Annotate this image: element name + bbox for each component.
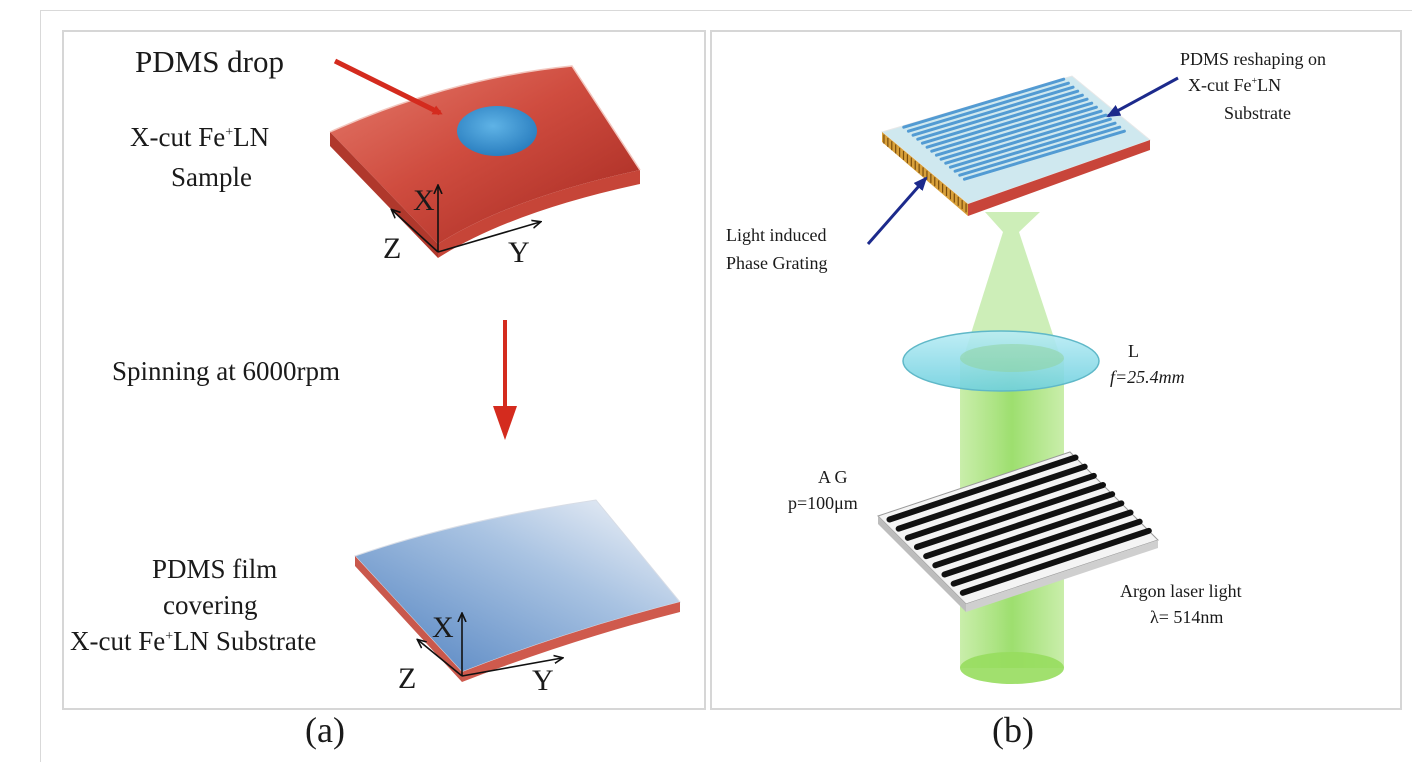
reshape-stripe (948, 117, 1112, 169)
reshaping-label-sup: + (1251, 76, 1258, 87)
figure-frame (40, 10, 1412, 762)
reshape-stripe (902, 77, 1066, 129)
caption-a: (a) (305, 710, 345, 750)
spinning-label: Spinning at 6000rpm (112, 356, 340, 386)
film-label-line3: X-cut Fe+LN Substrate (70, 628, 316, 655)
axis-y-bottom: Y (532, 664, 554, 697)
reshaping-pointer-arrow (1106, 76, 1179, 118)
axes-top (392, 186, 540, 253)
grating-bar (932, 500, 1125, 569)
film-label-suffix: LN Substrate (173, 626, 317, 656)
sample-label-sup: + (225, 125, 234, 140)
grating-bar (904, 472, 1097, 541)
pdms-drop-blob (457, 106, 537, 156)
pdms-film-substrate (354, 499, 681, 682)
axis-y-top: Y (508, 236, 530, 269)
fe-ln-substrate-b (880, 75, 1152, 216)
drop-pointer-arrow (333, 58, 443, 116)
lens-l (902, 330, 1100, 392)
reshape-stripe (906, 81, 1070, 133)
grating-bar (950, 518, 1143, 587)
laser-label-line1: Argon laser light (1120, 581, 1242, 601)
reshaping-label-suffix: LN (1257, 75, 1282, 95)
laser-label-line2: λ= 514nm (1150, 607, 1224, 627)
axis-z-bottom: Z (398, 662, 417, 695)
reshape-stripe (962, 129, 1126, 181)
ag-label-line1: A G (818, 467, 848, 487)
grating-bar (886, 454, 1079, 523)
film-label-line2: covering (163, 590, 258, 620)
sample-label-line1: X-cut Fe+LN (130, 124, 269, 151)
film-label-sup: + (165, 629, 174, 644)
reshaping-label-prefix: X-cut Fe (1188, 75, 1252, 95)
reshape-stripe (916, 89, 1080, 141)
caption-b: (b) (992, 710, 1034, 750)
ag-label-line2: p=100μm (788, 493, 858, 513)
reshape-stripe (958, 125, 1122, 177)
reshape-stripe (920, 93, 1084, 145)
reshape-stripe (925, 97, 1089, 149)
amplitude-grating (877, 451, 1159, 612)
grating-bar (914, 482, 1106, 550)
film-label-line1: PDMS film (152, 554, 278, 584)
grating-bar (959, 527, 1152, 596)
sample-label-prefix: X-cut Fe (130, 122, 226, 152)
grating-label-line1: Light induced (726, 225, 827, 245)
reshaping-label-line1: PDMS reshaping on (1180, 49, 1327, 69)
reshape-stripe (939, 109, 1103, 161)
reshape-stripe (934, 105, 1098, 157)
grating-label-line2: Phase Grating (726, 253, 828, 273)
reshaping-label-line3: Substrate (1224, 103, 1291, 123)
grating-bar (923, 491, 1116, 560)
axes-bottom (418, 614, 562, 677)
axis-x-bottom: X (432, 611, 454, 644)
axis-x-top: X (413, 184, 435, 217)
film-label-prefix: X-cut Fe (70, 626, 166, 656)
reshape-stripe (930, 101, 1094, 153)
reshape-stripe (911, 85, 1075, 137)
axis-z-top: Z (383, 232, 402, 265)
sample-label-line2: Sample (171, 162, 252, 192)
reshape-stripe (953, 121, 1117, 173)
laser-beam (960, 212, 1064, 684)
process-down-arrow (493, 320, 517, 440)
lens-label: L (1128, 341, 1139, 361)
lens-focal-label: f=25.4mm (1110, 367, 1185, 387)
reshape-stripe (944, 113, 1108, 165)
grating-bar (941, 509, 1134, 578)
grating-pointer-arrow (866, 176, 928, 245)
grating-bar (895, 463, 1088, 532)
pdms-drop-label: PDMS drop (135, 44, 285, 79)
reshaping-label-line2: X-cut Fe+LN (1188, 76, 1281, 94)
sample-label-suffix: LN (233, 122, 270, 152)
fe-ln-sample (329, 65, 641, 258)
